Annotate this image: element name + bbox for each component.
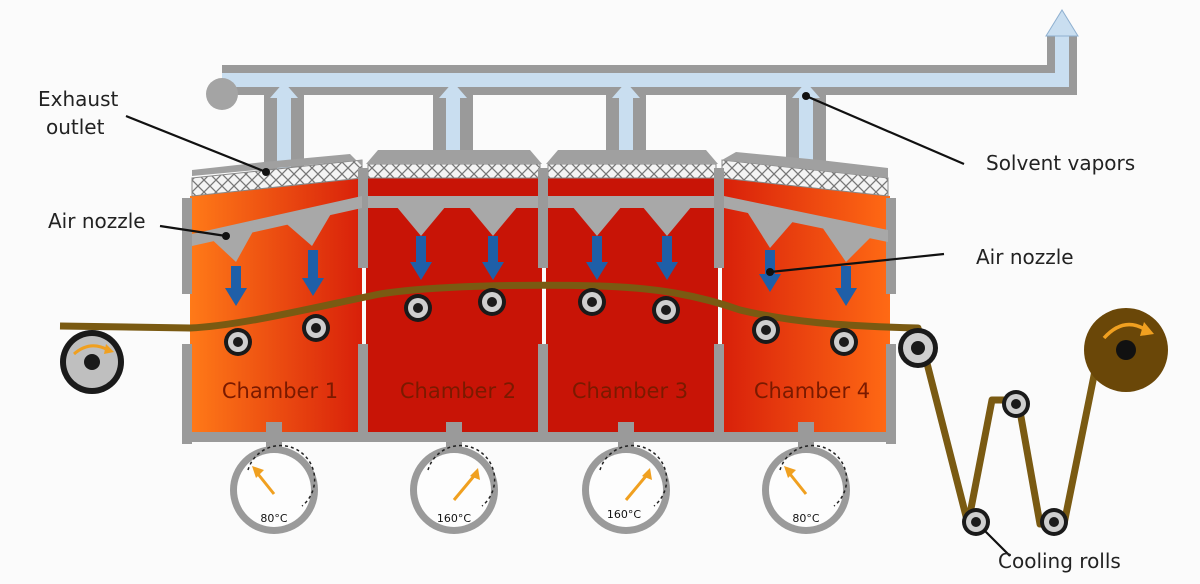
chamber-1-label: Chamber 1 <box>222 379 338 403</box>
chamber-2-label: Chamber 2 <box>400 379 516 403</box>
unwind-reel <box>60 330 124 394</box>
rewind-reel <box>1084 308 1168 392</box>
filter-mesh-2 <box>367 163 541 179</box>
air-nozzle-label-right: Air nozzle <box>976 245 1074 269</box>
vapor-exit-arrow <box>1045 9 1079 37</box>
branch-ducts <box>264 82 826 170</box>
air-flow-arrows <box>225 236 857 306</box>
gauge-chamber-3: 160°C <box>582 422 670 534</box>
filter-mesh-3 <box>547 163 717 179</box>
gauge-chamber-2: 160°C <box>410 422 498 534</box>
exhaust-outlet-label-1: Exhaust <box>38 87 119 111</box>
cooling-roll <box>962 508 990 536</box>
gauge-chamber-4: 80°C <box>762 422 850 534</box>
roller <box>830 328 858 356</box>
roller <box>224 328 252 356</box>
roller <box>404 294 432 322</box>
cooling-roll <box>1040 508 1068 536</box>
gauge-4-temp: 80°C <box>792 512 819 525</box>
duct-end-cap <box>206 78 238 110</box>
exhaust-duct <box>206 9 1079 170</box>
chamber-2-body <box>366 178 542 438</box>
gauge-1-temp: 80°C <box>260 512 287 525</box>
temperature-gauges: 80°C 160°C 160°C 80°C <box>230 422 850 534</box>
chambers <box>182 150 896 444</box>
leader-dots <box>222 92 810 276</box>
web-path <box>59 281 1128 528</box>
air-nozzle-label-left: Air nozzle <box>48 209 146 233</box>
rollers <box>224 288 1068 536</box>
exhaust-outlet-label-2: outlet <box>46 115 105 139</box>
gauge-3-temp: 160°C <box>607 508 641 521</box>
leader-lines <box>125 94 1011 557</box>
roller <box>302 314 330 342</box>
gauge-chamber-1: 80°C <box>230 422 318 534</box>
solvent-vapors-label: Solvent vapors <box>986 151 1135 175</box>
roller <box>652 296 680 324</box>
chamber-3-label: Chamber 3 <box>572 379 688 403</box>
gauge-2-temp: 160°C <box>437 512 471 525</box>
roller <box>478 288 506 316</box>
cooling-roll <box>1002 390 1030 418</box>
air-nozzles <box>206 206 872 262</box>
chamber-3-body <box>546 178 718 438</box>
chamber-4-label: Chamber 4 <box>754 379 870 403</box>
exit-roller <box>898 328 938 368</box>
roller <box>752 316 780 344</box>
chamber-walls <box>182 168 896 444</box>
roller <box>578 288 606 316</box>
cooling-rolls-label: Cooling rolls <box>998 549 1121 573</box>
